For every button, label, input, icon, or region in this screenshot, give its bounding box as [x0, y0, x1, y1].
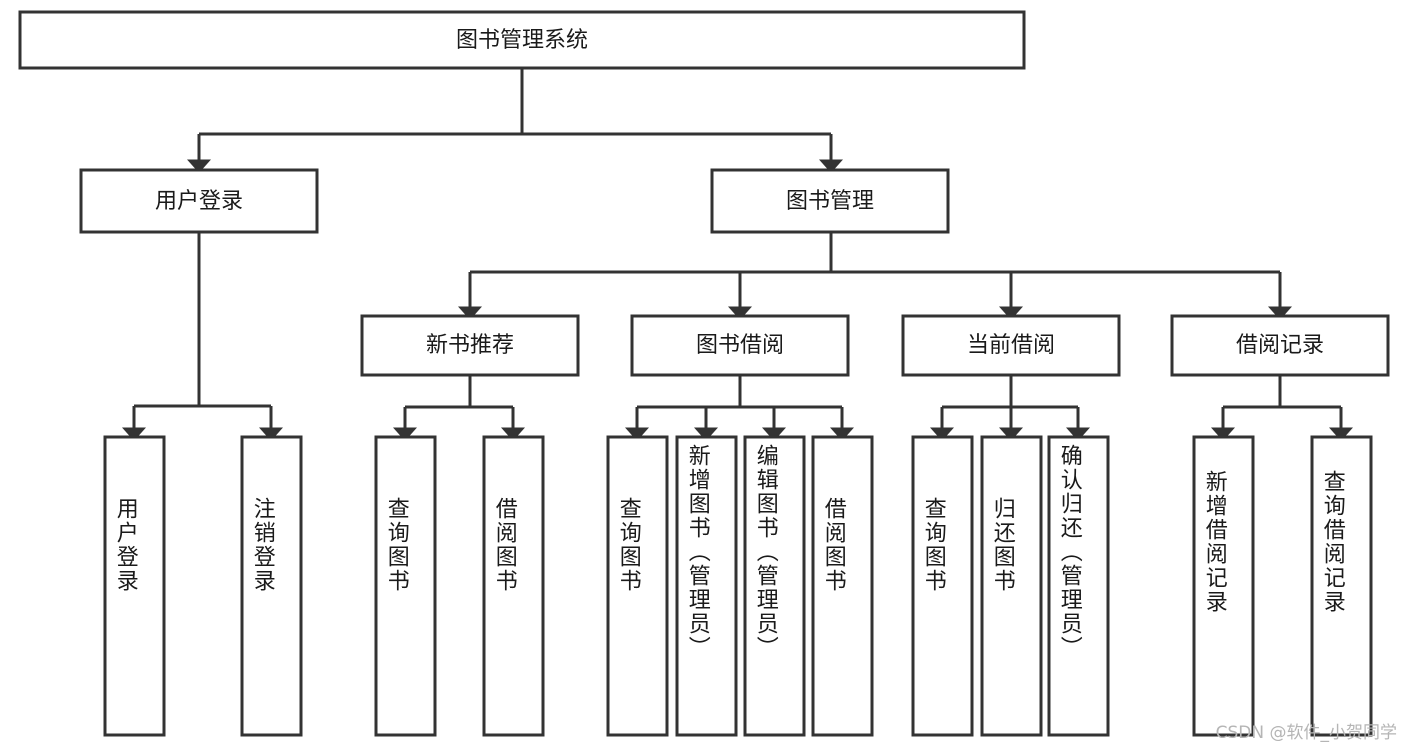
- node-borrow-record[interactable]: 借阅记录: [1170, 314, 1390, 377]
- leaf-currentborrow-confirm-return[interactable]: 确认归还（管理员）: [1047, 435, 1110, 737]
- node-borrow-record-label: 借阅记录: [1236, 333, 1324, 358]
- node-user-login[interactable]: 用户登录: [79, 168, 319, 234]
- leaf-newbook-query-book-label: 查询图书: [384, 497, 410, 593]
- leaf-currentborrow-query-book-label: 查询图书: [921, 497, 947, 593]
- node-book-borrow-label: 图书借阅: [696, 333, 784, 358]
- connector-currentborrow-to-leaves: [930, 375, 1090, 441]
- leaf-borrowrecord-query-record[interactable]: 查询借阅记录: [1310, 435, 1373, 737]
- leaf-currentborrow-query-book[interactable]: 查询图书: [911, 435, 974, 737]
- leaf-user-login-login-label: 用户登录: [113, 497, 139, 593]
- leaf-bookborrow-add-book-label: 新增图书（管理员）: [685, 444, 711, 660]
- leaf-borrowrecord-add-record[interactable]: 新增借阅记录: [1192, 435, 1255, 737]
- connector-borrowrecord-to-leaves: [1211, 375, 1353, 441]
- leaf-bookborrow-add-book[interactable]: 新增图书（管理员）: [675, 435, 738, 737]
- node-root[interactable]: 图书管理系统: [18, 10, 1026, 70]
- leaf-newbook-borrow-book[interactable]: 借阅图书: [482, 435, 545, 737]
- node-new-book-recommend-label: 新书推荐: [426, 333, 514, 358]
- leaf-user-login-logout[interactable]: 注销登录: [240, 435, 303, 737]
- node-current-borrow-label: 当前借阅: [967, 333, 1055, 358]
- connector-bookmgmt-to-level2: [458, 232, 1292, 320]
- node-user-login-label: 用户登录: [155, 189, 243, 214]
- connector-userlogin-to-leaves: [122, 232, 283, 441]
- leaf-newbook-borrow-book-label: 借阅图书: [492, 497, 518, 593]
- leaf-user-login-logout-label: 注销登录: [250, 497, 276, 593]
- node-book-management-label: 图书管理: [786, 189, 874, 214]
- node-book-borrow[interactable]: 图书借阅: [630, 314, 850, 377]
- leaf-borrowrecord-query-record-label: 查询借阅记录: [1320, 470, 1346, 614]
- node-root-label: 图书管理系统: [456, 28, 588, 53]
- node-current-borrow[interactable]: 当前借阅: [901, 314, 1121, 377]
- leaf-bookborrow-edit-book[interactable]: 编辑图书（管理员）: [743, 435, 806, 737]
- leaf-currentborrow-confirm-return-label: 确认归还（管理员）: [1057, 444, 1083, 660]
- leaf-bookborrow-borrow-book[interactable]: 借阅图书: [811, 435, 874, 737]
- leaf-currentborrow-return-book[interactable]: 归还图书: [980, 435, 1043, 737]
- connector-newbook-to-leaves: [393, 375, 525, 441]
- leaf-currentborrow-return-book-label: 归还图书: [990, 497, 1016, 593]
- leaf-bookborrow-query-book[interactable]: 查询图书: [606, 435, 669, 737]
- node-new-book-recommend[interactable]: 新书推荐: [360, 314, 580, 377]
- connector-root-to-level1: [187, 68, 843, 173]
- leaf-newbook-query-book[interactable]: 查询图书: [374, 435, 437, 737]
- leaf-user-login-login[interactable]: 用户登录: [103, 435, 166, 737]
- leaf-borrowrecord-add-record-label: 新增借阅记录: [1202, 470, 1228, 614]
- leaf-bookborrow-edit-book-label: 编辑图书（管理员）: [753, 444, 779, 660]
- connector-bookborrow-to-leaves: [625, 375, 854, 441]
- leaf-bookborrow-borrow-book-label: 借阅图书: [821, 497, 847, 593]
- node-book-management[interactable]: 图书管理: [710, 168, 950, 234]
- leaf-bookborrow-query-book-label: 查询图书: [616, 497, 642, 593]
